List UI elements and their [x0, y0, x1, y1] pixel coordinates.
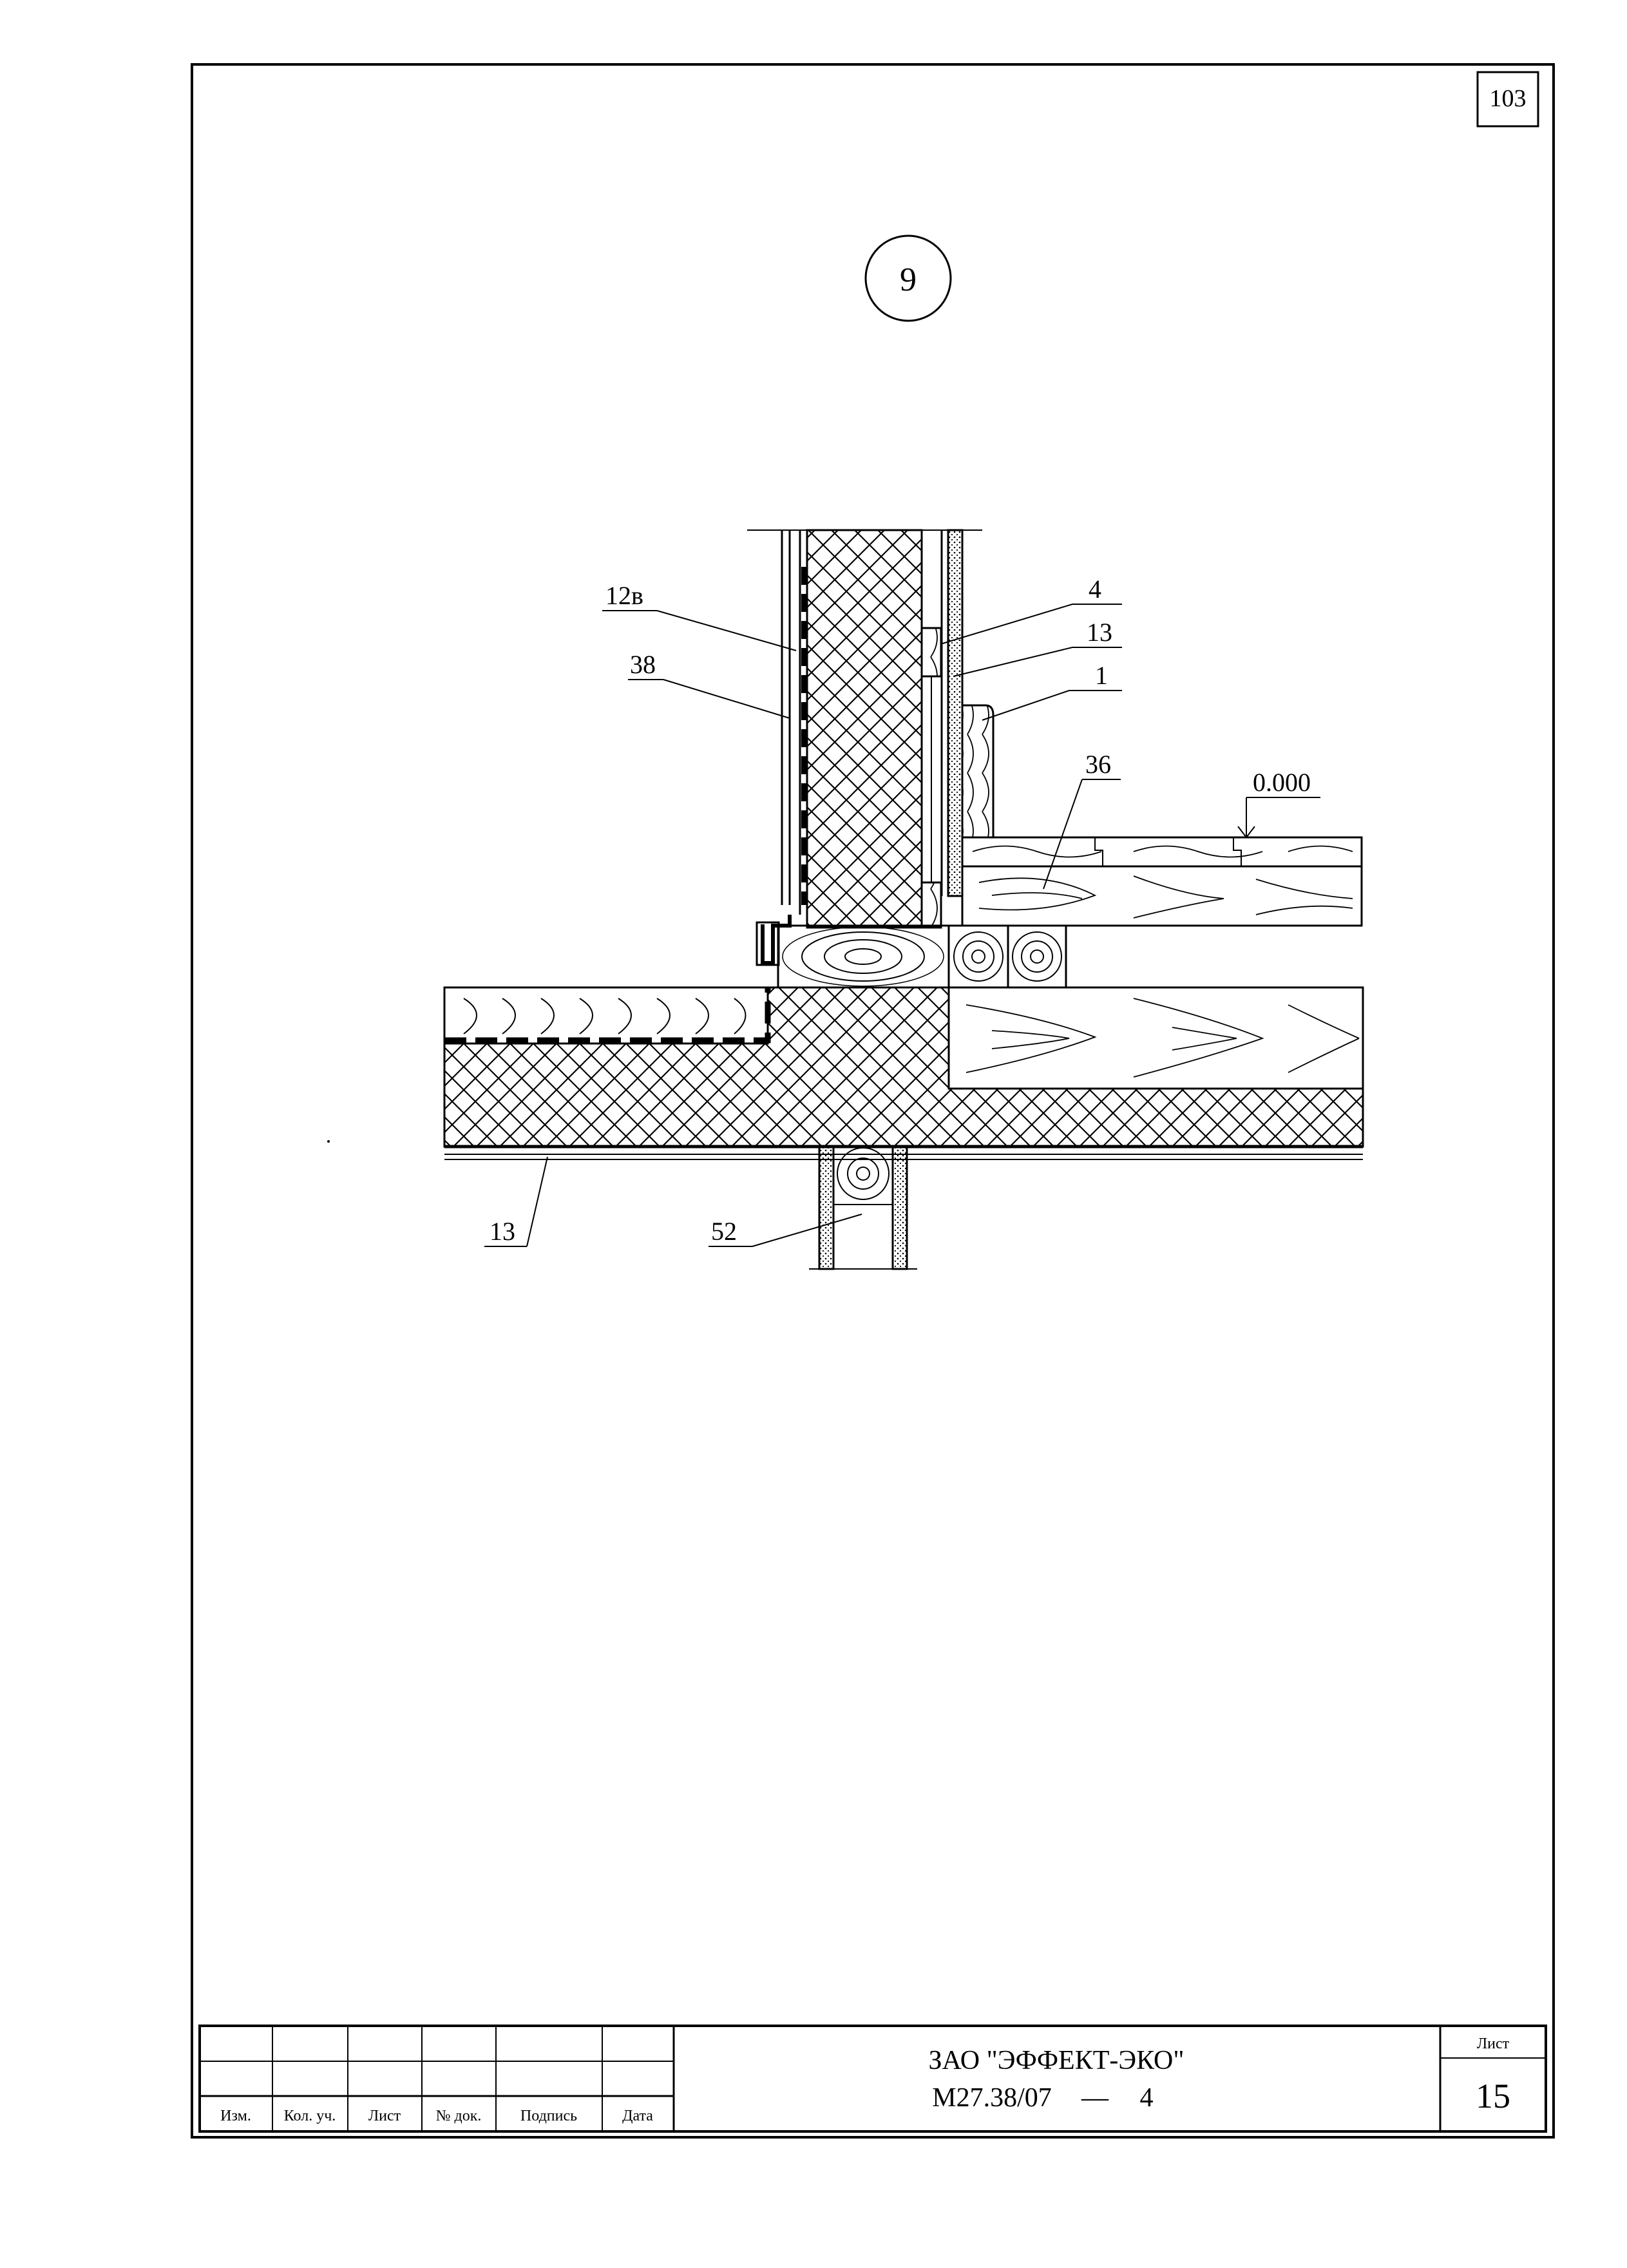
leader-13-bottom: 13	[484, 1156, 548, 1247]
title-block: Изм. Кол. уч. Лист № док. Подпись Дата З…	[198, 2025, 1547, 2133]
membrane-left	[444, 987, 771, 1043]
batten-lower	[920, 881, 942, 929]
metal-flashing	[761, 915, 792, 965]
col-n-dok: № док.	[436, 2108, 482, 2124]
detail-mark-number: 9	[900, 262, 917, 298]
detail-mark: 9	[864, 234, 952, 322]
label-12v: 12в	[605, 581, 643, 610]
leader-12v: 12в	[602, 581, 797, 651]
leader-38: 38	[628, 650, 790, 719]
label-4: 4	[1089, 575, 1101, 604]
leader-1: 1	[982, 661, 1122, 721]
leader-52: 52	[709, 1214, 862, 1247]
terrace-board-left	[443, 986, 769, 1045]
section-drawing: 0.000	[443, 529, 1364, 1270]
label-38: 38	[630, 650, 656, 679]
skirting-board	[961, 704, 994, 839]
col-izm: Изм.	[220, 2108, 251, 2124]
label-1: 1	[1095, 661, 1108, 690]
label-36: 36	[1085, 750, 1111, 779]
sheet-number: 15	[1476, 2077, 1510, 2115]
level-mark: 0.000	[1237, 768, 1320, 839]
doc-dash: —	[1081, 2083, 1109, 2113]
wall-insulation	[806, 529, 923, 929]
small-logs	[947, 924, 1067, 989]
page-number-box: 103	[1476, 71, 1539, 128]
stray-dot	[327, 1140, 330, 1143]
sheet-label: Лист	[1477, 2035, 1510, 2052]
slab-insulation	[443, 986, 1364, 1148]
label-13-top: 13	[1087, 618, 1112, 647]
col-podpis: Подпись	[520, 2108, 577, 2124]
sheet-frame	[191, 63, 1555, 2139]
floor-joist	[961, 865, 1363, 927]
doc-code: М27.38/07	[932, 2083, 1052, 2113]
level-label: 0.000	[1253, 768, 1311, 797]
leader-4: 4	[940, 575, 1122, 645]
company-name: ЗАО "ЭФФЕКТ-ЭКО"	[928, 2046, 1184, 2075]
batten-upper	[920, 627, 942, 678]
label-13-bottom: 13	[490, 1217, 515, 1246]
col-kol-uch: Кол. уч.	[284, 2108, 336, 2124]
col-data: Дата	[622, 2108, 653, 2124]
label-52: 52	[711, 1217, 737, 1246]
leader-13-top: 13	[953, 618, 1122, 677]
page-number: 103	[1490, 85, 1527, 112]
floor-board	[961, 836, 1363, 868]
inner-board	[947, 529, 964, 897]
col-list: Лист	[368, 2108, 401, 2124]
beam-right	[947, 986, 1364, 1090]
lower-post	[809, 1145, 917, 1270]
leader-36: 36	[1043, 750, 1121, 890]
doc-suffix: 4	[1140, 2083, 1154, 2113]
bottom-plate	[777, 924, 950, 989]
